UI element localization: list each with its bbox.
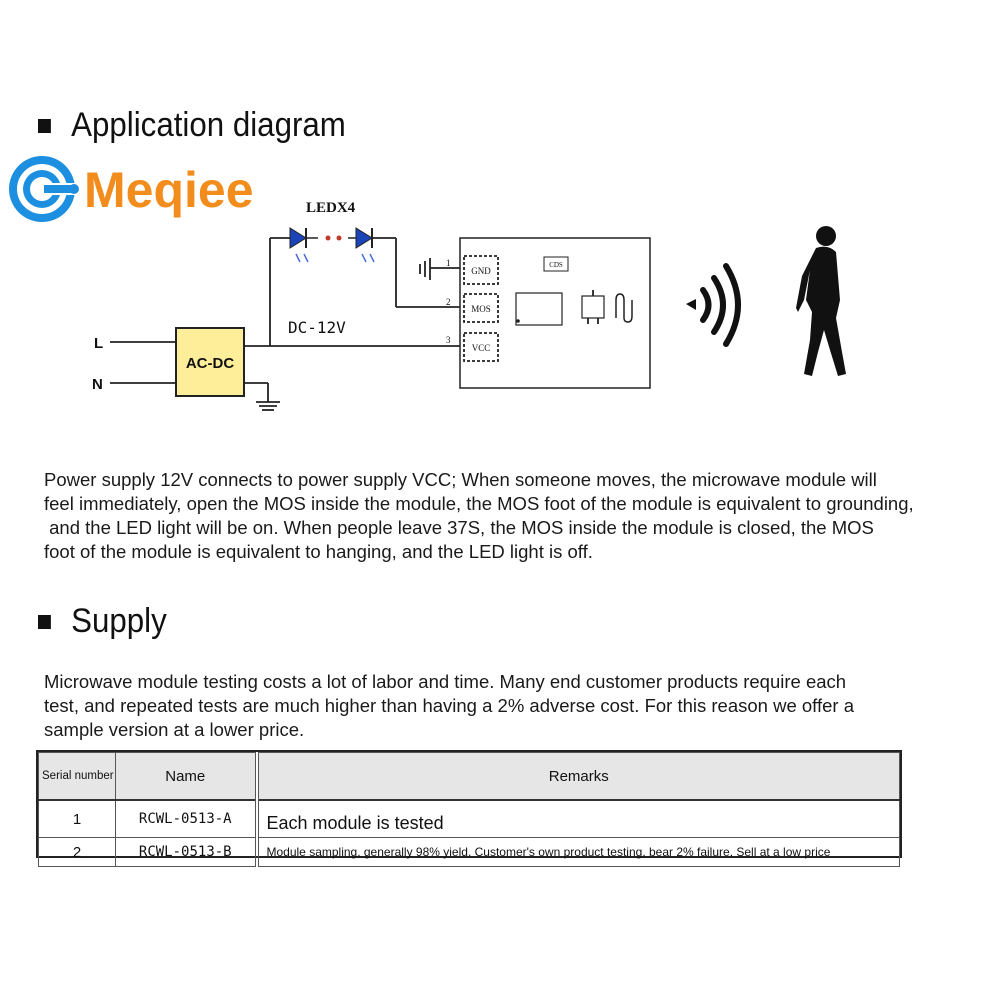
section-title-application: Application diagram xyxy=(38,106,346,145)
input-neutral-label: N xyxy=(92,376,103,393)
pin-label-gnd: GND xyxy=(471,266,491,276)
supply-title-text: Supply xyxy=(71,602,167,640)
led-icon xyxy=(289,227,318,263)
pin-number: 2 xyxy=(446,297,451,307)
product-table: Serial number Name Remarks 1 RCWL-0513-A… xyxy=(36,750,902,867)
description-line: feel immediately, open the MOS inside th… xyxy=(44,493,914,514)
application-circuit-diagram: LEDX4 DC-12V AC-DC L N 1 2 3 GND MOS VCC… xyxy=(92,200,846,411)
supply-line: test, and repeated tests are much higher… xyxy=(44,695,855,716)
pin-number: 1 xyxy=(446,258,451,268)
cell-remarks: Module sampling, generally 98% yield. Cu… xyxy=(254,837,900,867)
header-serial-number: Serial number xyxy=(38,752,116,801)
walking-person-icon xyxy=(796,226,846,376)
wireless-signal-icon xyxy=(686,263,741,347)
supply-line: sample version at a lower price. xyxy=(44,719,305,740)
led-label: LEDX4 xyxy=(306,200,356,216)
cell-name: RCWL-0513-A xyxy=(115,799,257,838)
table-header-row: Serial number Name Remarks xyxy=(38,752,900,801)
led-icon xyxy=(348,227,375,263)
table-row: 2 RCWL-0513-B Module sampling, generally… xyxy=(38,837,900,867)
description-line: Power supply 12V connects to power suppl… xyxy=(44,469,877,490)
square-bullet-icon xyxy=(38,118,51,133)
pin-label-vcc: VCC xyxy=(472,343,491,353)
description-line: and the LED light will be on. When peopl… xyxy=(44,517,874,538)
logo-wordmark: Meqiee xyxy=(84,162,254,218)
supply-line: Microwave module testing costs a lot of … xyxy=(44,671,847,692)
section-title-supply: Supply xyxy=(38,602,167,641)
meqiee-logo: Meqiee xyxy=(9,156,254,222)
pin-number: 3 xyxy=(446,335,451,345)
square-bullet-icon xyxy=(38,614,51,629)
table-row: 1 RCWL-0513-A Each module is tested xyxy=(38,799,900,838)
cell-remarks: Each module is tested xyxy=(254,799,900,838)
diagram-description: Power supply 12V connects to power suppl… xyxy=(44,468,964,564)
input-line-label: L xyxy=(94,335,103,352)
header-name: Name xyxy=(115,752,257,801)
converter-label: AC-DC xyxy=(186,355,234,372)
cell-serial: 2 xyxy=(38,837,116,867)
description-line: foot of the module is equivalent to hang… xyxy=(44,541,593,562)
header-remarks: Remarks xyxy=(254,752,900,801)
module-chip-label: CDS xyxy=(549,261,563,269)
application-title-text: Application diagram xyxy=(71,106,346,144)
supply-description: Microwave module testing costs a lot of … xyxy=(44,670,964,742)
voltage-label: DC-12V xyxy=(288,318,346,337)
pin-label-mos: MOS xyxy=(471,304,491,314)
cell-name: RCWL-0513-B xyxy=(115,837,257,867)
cell-serial: 1 xyxy=(38,799,116,838)
